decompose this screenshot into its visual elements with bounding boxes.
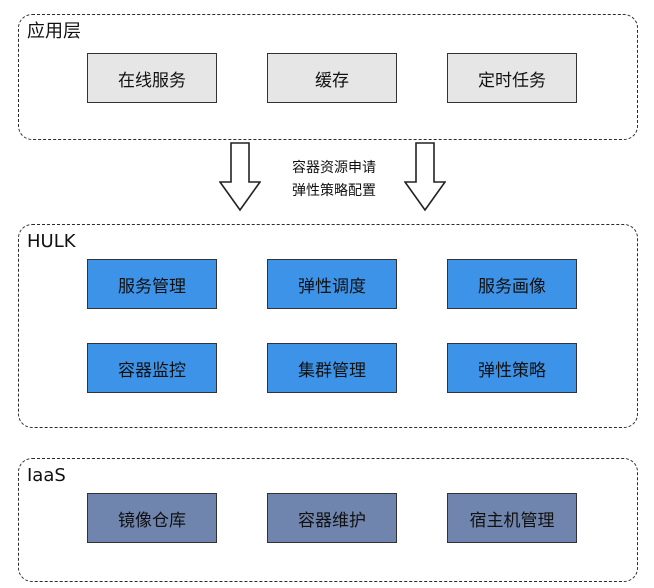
iaas-layer: IaaS 镜像仓库 容器维护 宿主机管理 <box>18 458 638 582</box>
image-registry-box: 镜像仓库 <box>87 493 217 543</box>
iaas-layer-title: IaaS <box>27 465 66 486</box>
scheduled-task-box: 定时任务 <box>447 53 577 103</box>
container-maintenance-box: 容器维护 <box>267 493 397 543</box>
app-layer-title: 应用层 <box>27 21 81 42</box>
elastic-scheduling-box: 弹性调度 <box>267 259 397 309</box>
arrow-label-policy-config: 弹性策略配置 <box>292 183 376 199</box>
container-monitoring-box: 容器监控 <box>87 343 217 393</box>
elastic-policy-box: 弹性策略 <box>447 343 577 393</box>
hulk-layer: HULK 服务管理 弹性调度 服务画像 容器监控 集群管理 弹性策略 <box>18 224 638 428</box>
cluster-management-box: 集群管理 <box>267 343 397 393</box>
app-layer: 应用层 在线服务 缓存 定时任务 <box>18 14 638 140</box>
service-profile-box: 服务画像 <box>447 259 577 309</box>
cache-box: 缓存 <box>267 53 397 103</box>
online-service-box: 在线服务 <box>87 53 217 103</box>
arrow-label-resource-request: 容器资源申请 <box>292 160 376 176</box>
down-arrow-icon-right <box>404 142 446 212</box>
service-management-box: 服务管理 <box>87 259 217 309</box>
down-arrow-icon-left <box>219 142 261 212</box>
host-management-box: 宿主机管理 <box>447 493 577 543</box>
hulk-layer-title: HULK <box>27 231 76 252</box>
